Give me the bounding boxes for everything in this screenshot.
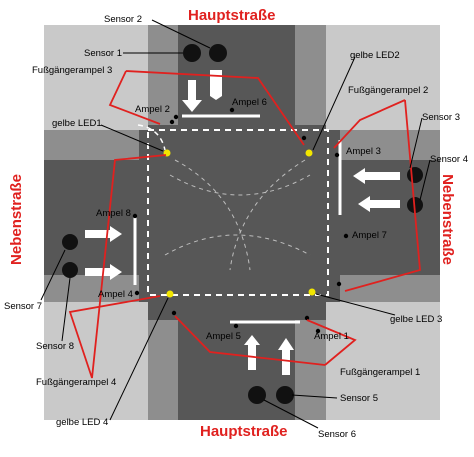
ampel-5-dot [233, 323, 239, 329]
label-sensor-3: Sensor 3 [422, 112, 461, 123]
ped-dot-ne [301, 135, 307, 141]
sensor-2-dot [209, 44, 227, 62]
arrow-right-left-1 [353, 168, 400, 184]
label-sensor-1: Sensor 1 [84, 48, 123, 59]
ampel-1-dot [315, 328, 321, 334]
arrow-top-down-1 [182, 80, 202, 112]
intersection-box [147, 129, 329, 296]
label-ampel-5: Ampel 5 [206, 331, 241, 342]
sensor-3-dot [407, 167, 423, 183]
leader-sensor-5 [291, 394, 338, 399]
label-sensor-2: Sensor 2 [104, 14, 143, 25]
sensor-6-dot [248, 386, 266, 404]
arrow-bottom-up-1 [244, 335, 260, 370]
label-gelbe-led-1: gelbe LED1 [52, 118, 102, 129]
fussgaengerampel-3-wire [108, 70, 305, 146]
fussgaengerampel-2-wire [333, 99, 421, 292]
label-sensor-8: Sensor 8 [36, 341, 75, 352]
label-ampel-2: Ampel 2 [135, 104, 170, 115]
fussgaengerampel-1-wire [174, 315, 357, 366]
label-fussgaenger-1: Fußgängerampel 1 [340, 367, 421, 378]
leader-gelbe-led-4 [109, 297, 169, 421]
leader-gelbe-led-3 [315, 293, 396, 316]
center-curve-4 [169, 174, 311, 196]
arrow-bottom-up-2 [278, 338, 294, 375]
leader-sensor-6 [263, 399, 319, 429]
ampel-4-dot [134, 290, 140, 296]
label-sensor-6: Sensor 6 [318, 429, 357, 440]
label-ampel-6: Ampel 6 [232, 97, 267, 108]
label-ampel-7: Ampel 7 [352, 230, 387, 241]
ampel-8-dot [132, 213, 138, 219]
label-ampel-3: Ampel 3 [346, 146, 381, 157]
gelbe-led-2 [305, 149, 313, 157]
street-label-right: Nebenstraße [438, 174, 456, 265]
lane-left-bottom [44, 275, 139, 302]
leader-gelbe-led-1 [100, 124, 164, 152]
street-label-bottom: Hauptstraße [200, 423, 288, 440]
sensor-7-dot [62, 234, 78, 250]
leader-gelbe-led-2 [312, 56, 356, 151]
ampel-7-dot [343, 233, 349, 239]
ampel-2-dot [169, 119, 175, 125]
arrow-top-down-2 [210, 70, 222, 100]
lane-top-right [295, 25, 326, 125]
street-label-left: Nebenstraße [7, 174, 25, 265]
label-fussgaenger-3: Fußgängerampel 3 [32, 65, 113, 76]
label-gelbe-led-4: gelbe LED 4 [56, 417, 109, 428]
label-gelbe-led-3: gelbe LED 3 [390, 314, 443, 325]
curb-corner-nw [137, 124, 166, 151]
sensor-5-dot [276, 386, 294, 404]
label-sensor-7: Sensor 7 [4, 301, 43, 312]
label-sensor-5: Sensor 5 [340, 393, 379, 404]
ped-dot-nw [173, 114, 179, 120]
ampel-6-dot [229, 107, 235, 113]
street-label-top: Hauptstraße [188, 7, 276, 24]
label-sensor-4: Sensor 4 [430, 154, 469, 165]
ped-dot-sw [171, 310, 177, 316]
label-gelbe-led-2: gelbe LED2 [350, 50, 400, 61]
ped-dot-se [336, 281, 342, 287]
ampel-3-dot [334, 152, 340, 158]
label-fussgaenger-4: Fußgängerampel 4 [36, 377, 117, 388]
arrow-right-left-2 [358, 196, 400, 212]
center-curve-3 [164, 234, 311, 256]
leader-sensor-8 [61, 277, 71, 342]
label-fussgaenger-2: Fußgängerampel 2 [348, 85, 429, 96]
lane-bottom-left [148, 320, 178, 420]
lane-left-top [44, 130, 139, 160]
gelbe-led-3 [308, 288, 316, 296]
lane-bottom-right [295, 320, 326, 420]
sensor-8-dot [62, 262, 78, 278]
label-ampel-1: Ampel 1 [314, 331, 349, 342]
ped-dot-s [304, 315, 310, 321]
leader-sensor-7 [40, 249, 66, 301]
lane-top-left [148, 25, 178, 125]
lane-right-top [340, 130, 440, 160]
leader-sensor-4 [419, 159, 431, 201]
sensor-1-dot [183, 44, 201, 62]
arrow-left-right-1 [85, 226, 122, 242]
center-curve-1 [174, 159, 251, 271]
gelbe-led-4 [166, 290, 174, 298]
fussgaengerampel-4-wire [68, 154, 167, 379]
label-ampel-8: Ampel 8 [96, 208, 131, 219]
label-ampel-4: Ampel 4 [98, 289, 133, 300]
center-curve-2 [229, 159, 306, 271]
leader-sensor-3 [409, 117, 423, 169]
leader-sensor-2 [151, 19, 211, 49]
